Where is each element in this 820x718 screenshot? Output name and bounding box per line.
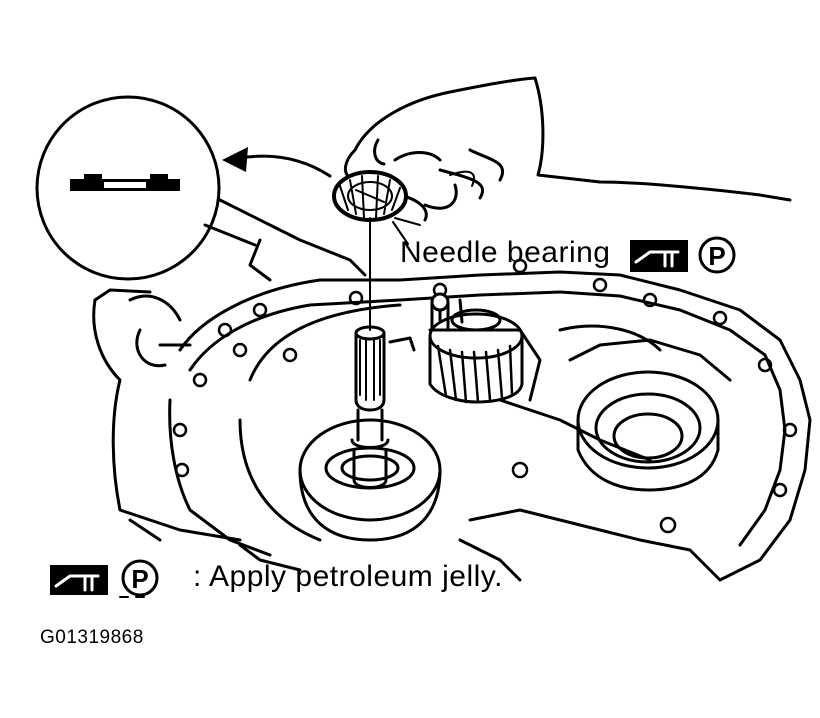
needle-bearing xyxy=(332,170,408,222)
symbol-letter-legend: P xyxy=(131,564,148,594)
legend-text: : Apply petroleum jelly. xyxy=(193,560,503,593)
symbol-letter-callout: P xyxy=(708,241,725,271)
hand xyxy=(343,76,792,226)
needle-bearing-leader xyxy=(392,221,409,245)
figure-id: G01319868 xyxy=(40,627,144,648)
detail-inset xyxy=(35,95,221,281)
transaxle-case xyxy=(92,198,812,582)
petroleum-jelly-symbol-callout xyxy=(630,236,736,274)
needle-bearing-label: Needle bearing xyxy=(400,236,611,269)
arrow-to-inset xyxy=(222,147,332,178)
gear xyxy=(428,292,524,404)
main-shaft xyxy=(298,325,442,542)
petroleum-jelly-symbol-legend xyxy=(50,559,159,598)
